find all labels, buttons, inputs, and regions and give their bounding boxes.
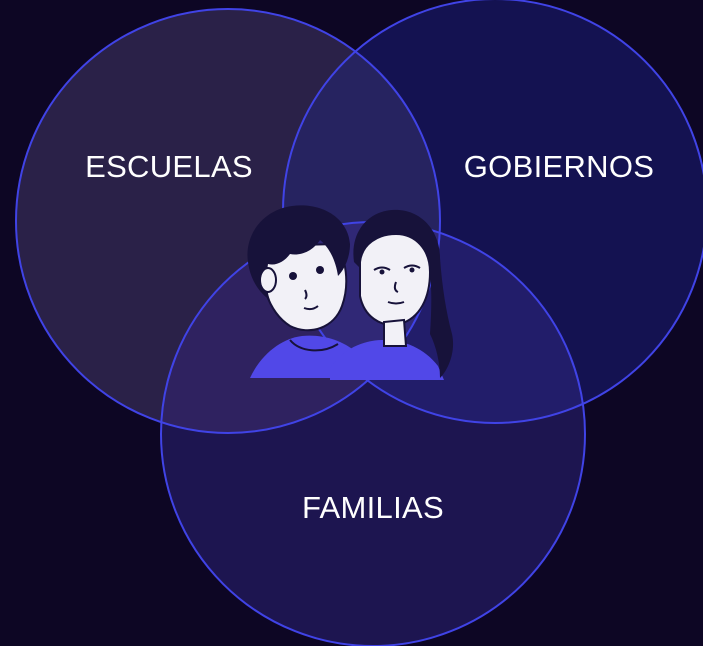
boy-ear: [259, 267, 277, 293]
girl-right-eye: [403, 264, 421, 269]
girl-mouth: [387, 301, 405, 305]
label-familias: FAMILIAS: [302, 490, 444, 525]
girl-neck: [383, 318, 408, 347]
girl-shirt: [330, 340, 444, 380]
girl-left-eye: [373, 266, 391, 271]
label-escuelas: ESCUELAS: [85, 149, 253, 184]
girl-face: [359, 232, 432, 326]
boy-mouth: [303, 305, 319, 311]
girl-left-pupil: [379, 269, 385, 275]
girl-right-pupil: [409, 267, 415, 273]
overlap-gobiernos-familias: [283, 222, 585, 423]
overlap-escuelas-familias: [161, 222, 440, 433]
boy-nose: [304, 289, 308, 300]
girl-nose: [393, 281, 399, 293]
circle-escuelas-outline: [15, 8, 441, 434]
boy-hair: [247, 205, 350, 300]
girl-hair: [353, 209, 454, 378]
boy-left-eye: [289, 272, 297, 280]
boy-right-eye: [316, 266, 324, 274]
two-children-portrait-icon: [247, 205, 454, 380]
label-gobiernos: GOBIERNOS: [464, 149, 654, 184]
boy-collar: [289, 339, 339, 352]
